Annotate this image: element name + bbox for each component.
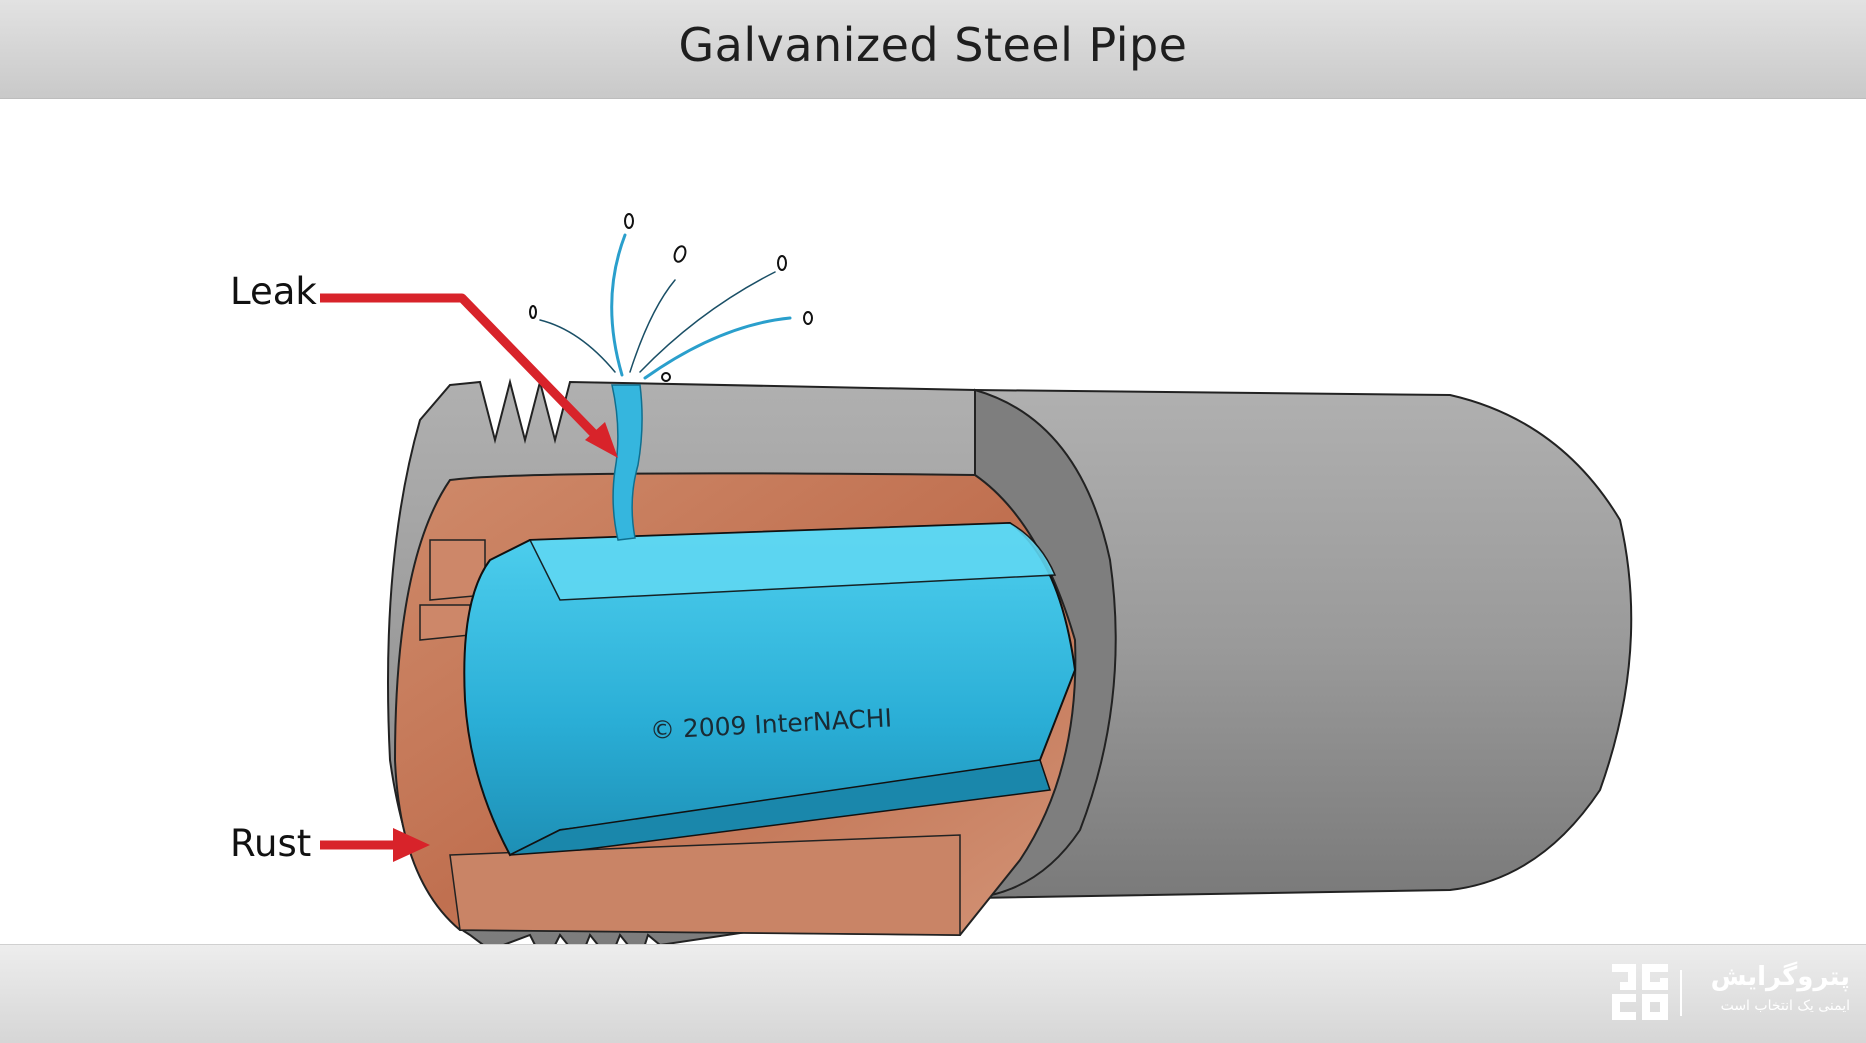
rust-bottom-band xyxy=(449,834,961,936)
rust-arrowhead xyxy=(393,828,430,862)
water-droplets xyxy=(529,213,813,382)
footer-bar xyxy=(0,944,1866,1043)
rust-label: Rust xyxy=(230,822,312,865)
leak-label: Leak xyxy=(230,270,317,313)
leak-stream xyxy=(611,384,643,541)
page-title: Galvanized Steel Pipe xyxy=(678,18,1188,72)
pipe-diagram xyxy=(320,213,1633,944)
leak-arrow xyxy=(320,293,604,444)
logo-name: پتروگرایش xyxy=(1710,962,1850,992)
logo-separator xyxy=(1680,970,1682,1016)
leak-spray xyxy=(539,233,792,380)
logo-tagline: ایمنی یک انتخاب است xyxy=(1720,998,1850,1014)
title-bar: Galvanized Steel Pipe xyxy=(0,0,1866,99)
pgco-logo-mark xyxy=(1612,964,1668,1020)
company-logo: پتروگرایش ایمنی یک انتخاب است xyxy=(1610,962,1850,1024)
pipe-body xyxy=(974,388,1633,900)
leak-arrowhead xyxy=(585,422,618,458)
